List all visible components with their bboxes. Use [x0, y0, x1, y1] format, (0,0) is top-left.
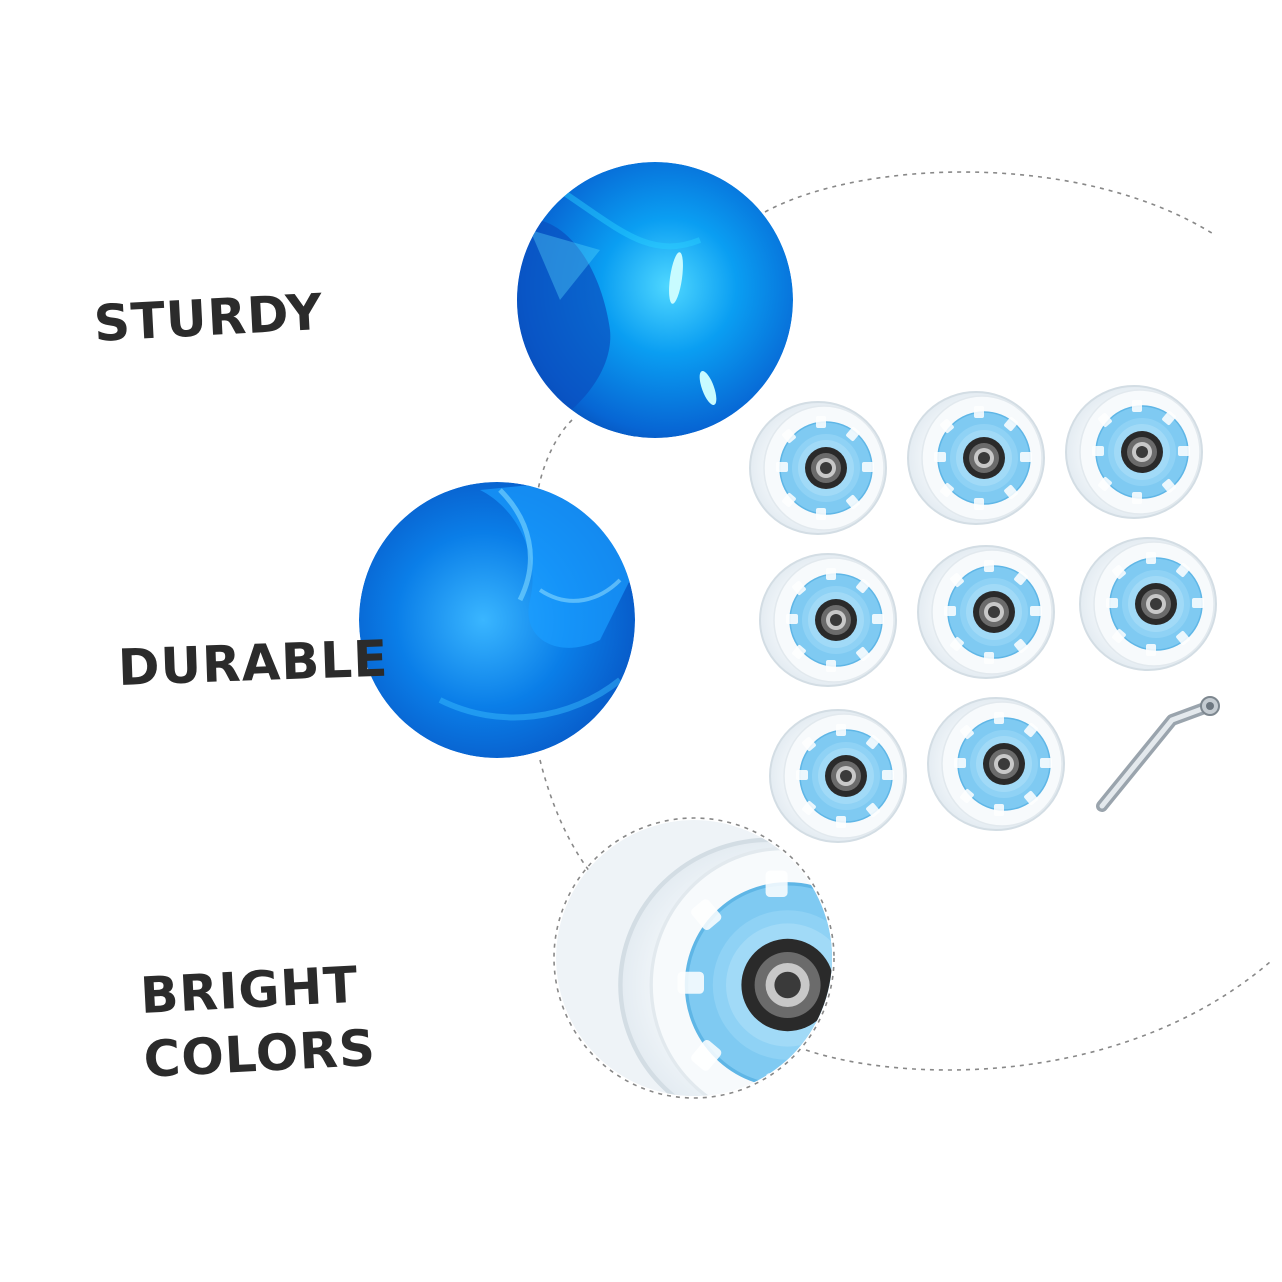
feature-label-sturdy: STURDY [92, 283, 325, 353]
sturdy-closeup [517, 162, 793, 438]
hex-wrench-icon [1096, 696, 1220, 812]
feature-label-bright-colors: BRIGHT COLORS [139, 952, 378, 1092]
wheel-icon [1065, 385, 1203, 519]
wheel-icon [769, 709, 907, 843]
wheel-icon [917, 545, 1055, 679]
wheel-icon [1079, 537, 1217, 671]
durable-closeup [359, 482, 635, 758]
wheel-icon [927, 697, 1065, 831]
wheel-icon [907, 391, 1045, 525]
wheel-icon [759, 553, 897, 687]
feature-label-durable: DURABLE [116, 629, 390, 697]
bright-colors-closeup [556, 820, 832, 1096]
wheel-set [749, 385, 1217, 843]
wheel-icon [749, 401, 887, 535]
feature-label-line: COLORS [142, 1018, 378, 1089]
feature-label-line: BRIGHT [138, 955, 360, 1026]
dashed-outline [537, 171, 1271, 1099]
